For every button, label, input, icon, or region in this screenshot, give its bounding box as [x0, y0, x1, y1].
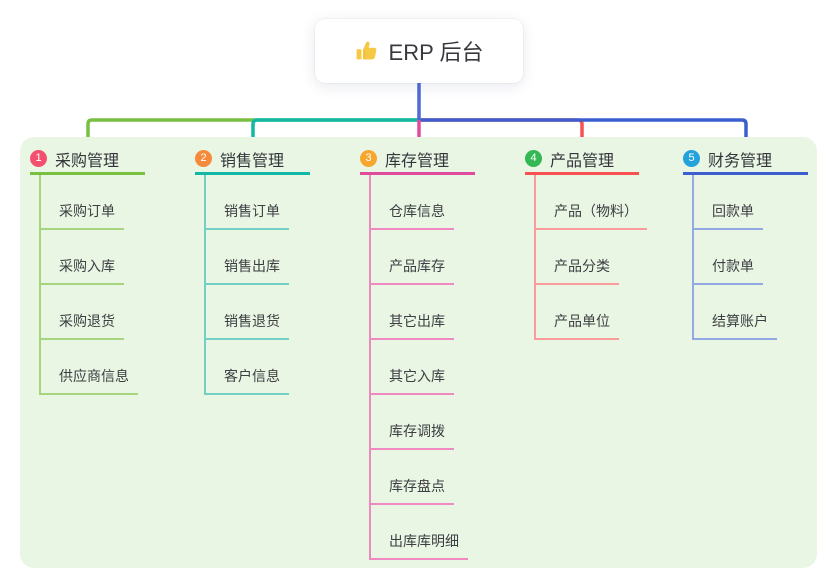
child-label: 出库库明细 [371, 531, 468, 560]
branch-node-inventory[interactable]: 3 库存管理 [360, 148, 475, 175]
child-label: 付款单 [694, 256, 763, 285]
mindmap-child-node[interactable]: 产品单位 [536, 285, 647, 340]
mindmap-child-node[interactable]: 付款单 [694, 230, 777, 285]
child-label: 结算账户 [694, 311, 777, 340]
branch-node-finance[interactable]: 5 财务管理 [683, 148, 808, 175]
thumbs-up-icon [355, 39, 379, 63]
mindmap-child-node[interactable]: 仓库信息 [371, 175, 468, 230]
root-title: ERP 后台 [388, 40, 484, 65]
mindmap-child-node[interactable]: 采购入库 [41, 230, 138, 285]
child-label: 产品库存 [371, 256, 454, 285]
mindmap-child-node[interactable]: 产品分类 [536, 230, 647, 285]
branch-children: 采购订单采购入库采购退货供应商信息 [39, 175, 138, 395]
child-label: 销售出库 [206, 256, 289, 285]
number-badge: 2 [195, 150, 212, 167]
child-label: 产品分类 [536, 256, 619, 285]
number-badge: 1 [30, 150, 47, 167]
number-badge: 3 [360, 150, 377, 167]
mindmap-child-node[interactable]: 销售出库 [206, 230, 289, 285]
number-badge: 4 [525, 150, 542, 167]
child-label: 供应商信息 [41, 366, 138, 395]
branch-column-purchase: 1 采购管理 采购订单采购入库采购退货供应商信息 [30, 148, 145, 395]
mindmap-child-node[interactable]: 采购订单 [41, 175, 138, 230]
child-label: 产品（物料） [536, 201, 647, 230]
child-label: 仓库信息 [371, 201, 454, 230]
branch-column-inventory: 3 库存管理 仓库信息产品库存其它出库其它入库库存调拨库存盘点出库库明细 [360, 148, 475, 560]
child-label: 其它入库 [371, 366, 454, 395]
child-label: 客户信息 [206, 366, 289, 395]
branch-title: 销售管理 [220, 152, 285, 170]
branch-children: 仓库信息产品库存其它出库其它入库库存调拨库存盘点出库库明细 [369, 175, 468, 560]
child-label: 产品单位 [536, 311, 619, 340]
branch-node-product[interactable]: 4 产品管理 [525, 148, 639, 175]
branch-column-sales: 2 销售管理 销售订单销售出库销售退货客户信息 [195, 148, 310, 395]
branch-column-finance: 5 财务管理 回款单付款单结算账户 [683, 148, 808, 340]
mindmap-child-node[interactable]: 库存盘点 [371, 450, 468, 505]
mindmap-child-node[interactable]: 回款单 [694, 175, 777, 230]
mindmap-child-node[interactable]: 供应商信息 [41, 340, 138, 395]
board-panel [20, 137, 817, 568]
mindmap-child-node[interactable]: 产品（物料） [536, 175, 647, 230]
mindmap-child-node[interactable]: 出库库明细 [371, 505, 468, 560]
branch-children: 产品（物料） 产品分类产品单位 [534, 175, 647, 340]
mindmap-child-node[interactable]: 结算账户 [694, 285, 777, 340]
mindmap-child-node[interactable]: 采购退货 [41, 285, 138, 340]
child-label: 销售退货 [206, 311, 289, 340]
branch-node-purchase[interactable]: 1 采购管理 [30, 148, 145, 175]
mindmap-child-node[interactable]: 其它出库 [371, 285, 468, 340]
child-label: 销售订单 [206, 201, 289, 230]
child-label: 库存调拨 [371, 421, 454, 450]
mindmap-child-node[interactable]: 销售退货 [206, 285, 289, 340]
branch-title: 财务管理 [708, 152, 773, 170]
child-label: 采购入库 [41, 256, 124, 285]
child-label: 其它出库 [371, 311, 454, 340]
child-label: 采购订单 [41, 201, 124, 230]
mindmap-root-node[interactable]: ERP 后台 [315, 19, 523, 83]
branch-title: 产品管理 [550, 152, 615, 170]
branch-title: 库存管理 [385, 152, 450, 170]
branch-children: 回款单付款单结算账户 [692, 175, 777, 340]
mindmap-child-node[interactable]: 客户信息 [206, 340, 289, 395]
child-label: 回款单 [694, 201, 763, 230]
branch-column-product: 4 产品管理 产品（物料） 产品分类产品单位 [525, 148, 647, 340]
mindmap-child-node[interactable]: 产品库存 [371, 230, 468, 285]
child-label: 采购退货 [41, 311, 124, 340]
child-label: 库存盘点 [371, 476, 454, 505]
branch-node-sales[interactable]: 2 销售管理 [195, 148, 310, 175]
number-badge: 5 [683, 150, 700, 167]
mindmap-child-node[interactable]: 销售订单 [206, 175, 289, 230]
branch-title: 采购管理 [55, 152, 120, 170]
mindmap-child-node[interactable]: 库存调拨 [371, 395, 468, 450]
branch-children: 销售订单销售出库销售退货客户信息 [204, 175, 289, 395]
mindmap-child-node[interactable]: 其它入库 [371, 340, 468, 395]
